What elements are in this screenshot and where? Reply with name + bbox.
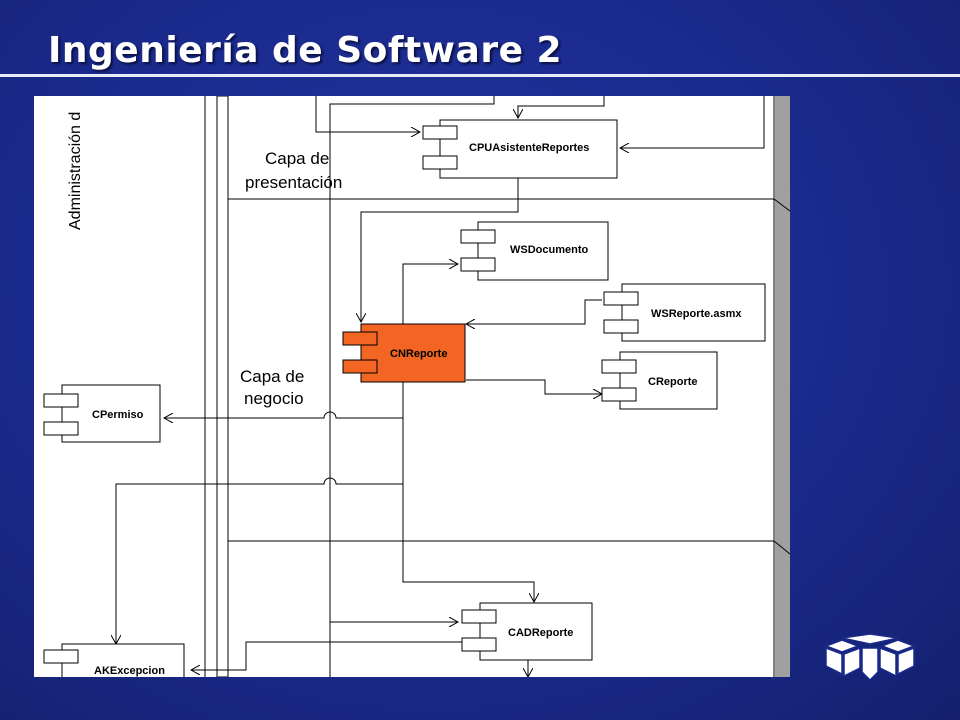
connector xyxy=(402,484,534,602)
connector xyxy=(329,96,495,677)
presentation-layer-label-2: presentación xyxy=(245,173,342,192)
component-diagram: Administración d Capa de presentación Ca… xyxy=(43,96,790,677)
component-label: CPermiso xyxy=(92,409,144,421)
component-creporte[interactable]: CReporte xyxy=(601,351,718,410)
component-label: AKExcepcion xyxy=(94,665,165,677)
presentation-layer-label-1: Capa de xyxy=(265,149,329,168)
logo-icon xyxy=(823,633,917,682)
component-label: CPUAsistenteReportes xyxy=(469,142,589,154)
connector xyxy=(466,299,602,324)
title-divider xyxy=(0,74,960,77)
component-wsdocumento[interactable]: WSDocumento xyxy=(460,221,609,281)
connector xyxy=(315,96,420,132)
business-layer-label-1: Capa de xyxy=(240,367,304,386)
component-cadreporte[interactable]: CADReporte xyxy=(461,602,593,661)
component-cpuasistentereportes[interactable]: CPUAsistenteReportes xyxy=(422,119,618,179)
connector xyxy=(361,178,519,322)
lane-separator xyxy=(216,96,229,677)
scrollbar[interactable] xyxy=(775,96,790,677)
component-label: WSReporte.asmx xyxy=(651,308,742,320)
component-wsreporte[interactable]: WSReporte.asmx xyxy=(603,283,766,342)
connector xyxy=(620,96,765,148)
connector xyxy=(518,96,605,118)
layer-divider xyxy=(773,198,790,212)
component-label: CReporte xyxy=(648,376,698,388)
component-akexcepcion[interactable]: AKExcepcion xyxy=(43,643,185,677)
component-label: WSDocumento xyxy=(510,244,589,256)
connector xyxy=(164,382,404,418)
side-lane-label: Administración d xyxy=(67,112,84,230)
slide-title: Ingeniería de Software 2 xyxy=(48,30,563,71)
business-layer-label-2: negocio xyxy=(244,389,304,408)
component-cnreporte[interactable]: CNReporte xyxy=(342,323,466,383)
component-label: CADReporte xyxy=(508,627,573,639)
component-label: CNReporte xyxy=(390,348,447,360)
component-cpermiso[interactable]: CPermiso xyxy=(43,384,161,443)
connector xyxy=(116,418,404,644)
diagram-panel: Administración d Capa de presentación Ca… xyxy=(34,96,790,677)
connector xyxy=(191,641,480,670)
layer-divider xyxy=(773,540,790,555)
connector xyxy=(402,264,458,324)
connector xyxy=(466,379,602,394)
